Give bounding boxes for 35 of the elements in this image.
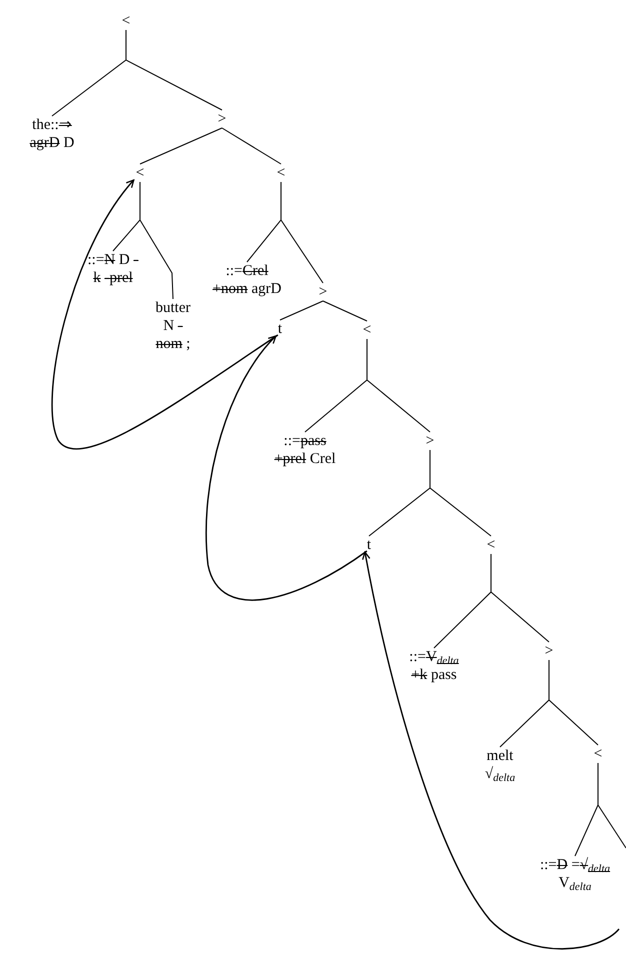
tree-node-label: ::=D =√$_{delta}$ V$_{delta}$ [525,856,625,892]
tree-node-label: ::=N D -k -prel [87,251,139,287]
movement-arrow [206,335,368,601]
tree-node-label: < [130,164,150,182]
tree-node-label: > [313,283,333,301]
tree-node-label: < [271,164,291,182]
tree-node-label: > [212,110,232,128]
branch-line [574,762,598,856]
branch-line [222,128,282,164]
tree-node-label: the::⇒ agrD D [21,116,83,152]
branch-line [280,300,324,320]
tree-node-label: < [357,321,377,339]
branch-line [366,338,430,432]
branch-line [430,450,492,536]
branch-line [548,660,598,746]
branch-line [490,554,550,642]
tree-node-label: < [588,745,608,763]
tree-node-label: < [116,12,136,30]
tree-node-label: t [361,536,377,554]
tree-node-label: ::=pass +prel Crel [267,432,343,468]
tree-node-label: < [481,536,501,554]
tree-node-label: ::=V$_{delta}$ +k pass [404,648,464,684]
branch-line [140,128,222,164]
movement-arrow [362,551,620,950]
movement-arrow [52,179,278,450]
tree-node-label: t [272,320,288,338]
branch-line [126,30,222,110]
tree-node-label: > [539,642,559,660]
tree-node-label: ::=Crel +nom agrD [209,262,285,298]
branch-line [322,300,368,322]
tree-node-label: melt √$_{delta}$ [477,747,523,783]
branch-line [140,182,174,300]
tree-node-label: > [420,432,440,450]
branch-line [280,182,324,284]
tree-node-label: butter N -nom ; [151,299,195,353]
